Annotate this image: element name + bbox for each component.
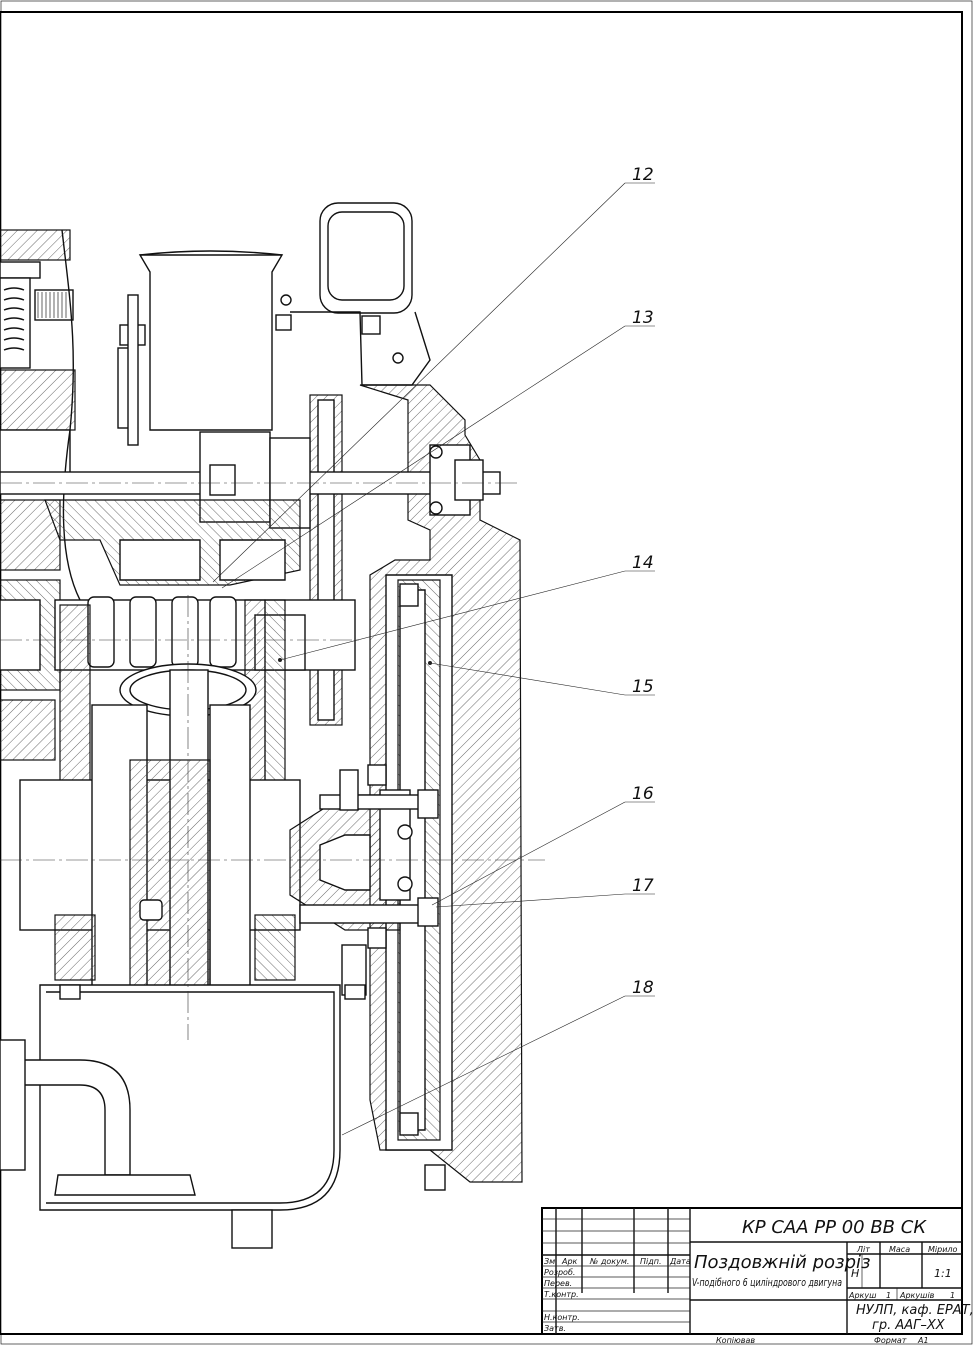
drawing-designation: КР САА РР 00 ВВ СК [742,1217,927,1238]
role-checker: Перев. [544,1279,572,1288]
cylinder-block [44,499,356,801]
intake-manifold [117,250,292,446]
col-header-change: Зм [544,1257,555,1266]
lit-value: Н [851,1267,859,1280]
role-approved: Затв. [544,1324,566,1333]
organization-line1: НУЛП, каф. ЕРАТ, [856,1303,974,1318]
water-pump-housing [290,202,431,386]
drawing-subtitle: V-подібного 6 циліндрового двигуна [692,1277,842,1289]
scale-label: Мірило [928,1245,958,1254]
engine-section [0,202,545,1249]
scale-value: 1:1 [934,1267,952,1280]
callout-17: 17 [632,876,654,896]
drawing-title: Поздовжній розріз [694,1252,871,1273]
timing-cover [359,384,523,1183]
mass-label: Маса [889,1245,910,1254]
crankshaft [19,669,439,1031]
format-label: Формат [874,1336,907,1345]
callout-18: 18 [632,978,654,998]
col-header-doc: № докум. [589,1257,629,1266]
callout-14: 14 [632,553,654,573]
title-block: КР САА РР 00 ВВ СК Поздовжній розріз V-п… [541,1207,974,1345]
role-developer: Розроб. [544,1268,575,1277]
oil-pan [0,984,446,1249]
role-tech-control: Т.контр. [544,1290,579,1299]
callout-12: 12 [632,165,654,185]
role-norm-control: Н.контр. [544,1313,580,1322]
col-header-date: Дата [669,1257,691,1266]
inner-frame [0,11,963,1335]
col-header-sign: Підп. [640,1257,662,1266]
callout-15: 15 [632,677,654,697]
sheets-value: 1 [950,1291,955,1300]
sheets-label: Аркушів [899,1291,935,1300]
sheet-label: Аркуш [848,1291,877,1300]
copied-label: Копіював [716,1336,755,1345]
callout-13: 13 [632,308,654,328]
sheet-value: 1 [886,1291,891,1300]
lit-label: Літ [856,1245,870,1254]
col-header-sheet: Арк [561,1257,578,1266]
leader-lines [212,182,655,1136]
organization-line2: гр. ААГ–ХХ [872,1318,946,1333]
center-lines [0,482,545,1040]
format-value: А1 [917,1336,929,1345]
callouts: 12 13 14 15 16 17 18 [632,165,654,998]
callout-16: 16 [632,784,654,804]
